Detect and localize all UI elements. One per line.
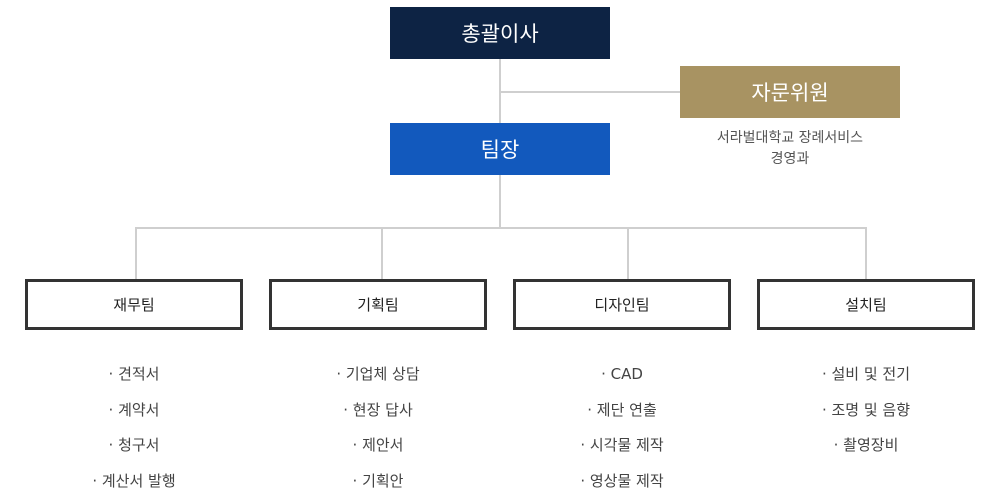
ceo-box: 총괄이사 — [390, 7, 610, 59]
duty-item: 현장 답사 — [269, 398, 487, 434]
duty-item: 설비 및 전기 — [757, 362, 975, 398]
design-duties: CAD 제단 연출 시각물 제작 영상물 제작 — [513, 362, 731, 504]
connector-drop-install — [865, 227, 867, 279]
connector-team-bus — [135, 227, 867, 229]
duty-item: 기획안 — [269, 469, 487, 504]
team-design-box: 디자인팀 — [513, 279, 731, 330]
connector-leader-down — [499, 175, 501, 227]
duty-item: 청구서 — [25, 433, 243, 469]
team-finance-box: 재무팀 — [25, 279, 243, 330]
duty-item: 촬영장비 — [757, 433, 975, 469]
leader-box: 팀장 — [390, 123, 610, 175]
install-duties: 설비 및 전기 조명 및 음향 촬영장비 — [757, 362, 975, 469]
connector-drop-finance — [135, 227, 137, 279]
duty-item: 제안서 — [269, 433, 487, 469]
advisor-box: 자문위원 — [680, 66, 900, 118]
connector-drop-planning — [381, 227, 383, 279]
planning-duties: 기업체 상담 현장 답사 제안서 기획안 — [269, 362, 487, 504]
advisor-affiliation-line: 경영과 — [660, 149, 920, 170]
advisor-affiliation: 서라벌대학교 장례서비스 경영과 — [660, 128, 920, 170]
duty-item: CAD — [513, 362, 731, 398]
duty-item: 기업체 상담 — [269, 362, 487, 398]
team-install-box: 설치팀 — [757, 279, 975, 330]
connector-drop-design — [627, 227, 629, 279]
duty-item: 계약서 — [25, 398, 243, 434]
connector-advisor — [501, 91, 680, 93]
team-planning-box: 기획팀 — [269, 279, 487, 330]
duty-item: 견적서 — [25, 362, 243, 398]
duty-item: 제단 연출 — [513, 398, 731, 434]
finance-duties: 견적서 계약서 청구서 계산서 발행 — [25, 362, 243, 504]
advisor-affiliation-line: 서라벌대학교 장례서비스 — [660, 128, 920, 149]
duty-item: 시각물 제작 — [513, 433, 731, 469]
duty-item: 계산서 발행 — [25, 469, 243, 504]
duty-item: 영상물 제작 — [513, 469, 731, 504]
duty-item: 조명 및 음향 — [757, 398, 975, 434]
